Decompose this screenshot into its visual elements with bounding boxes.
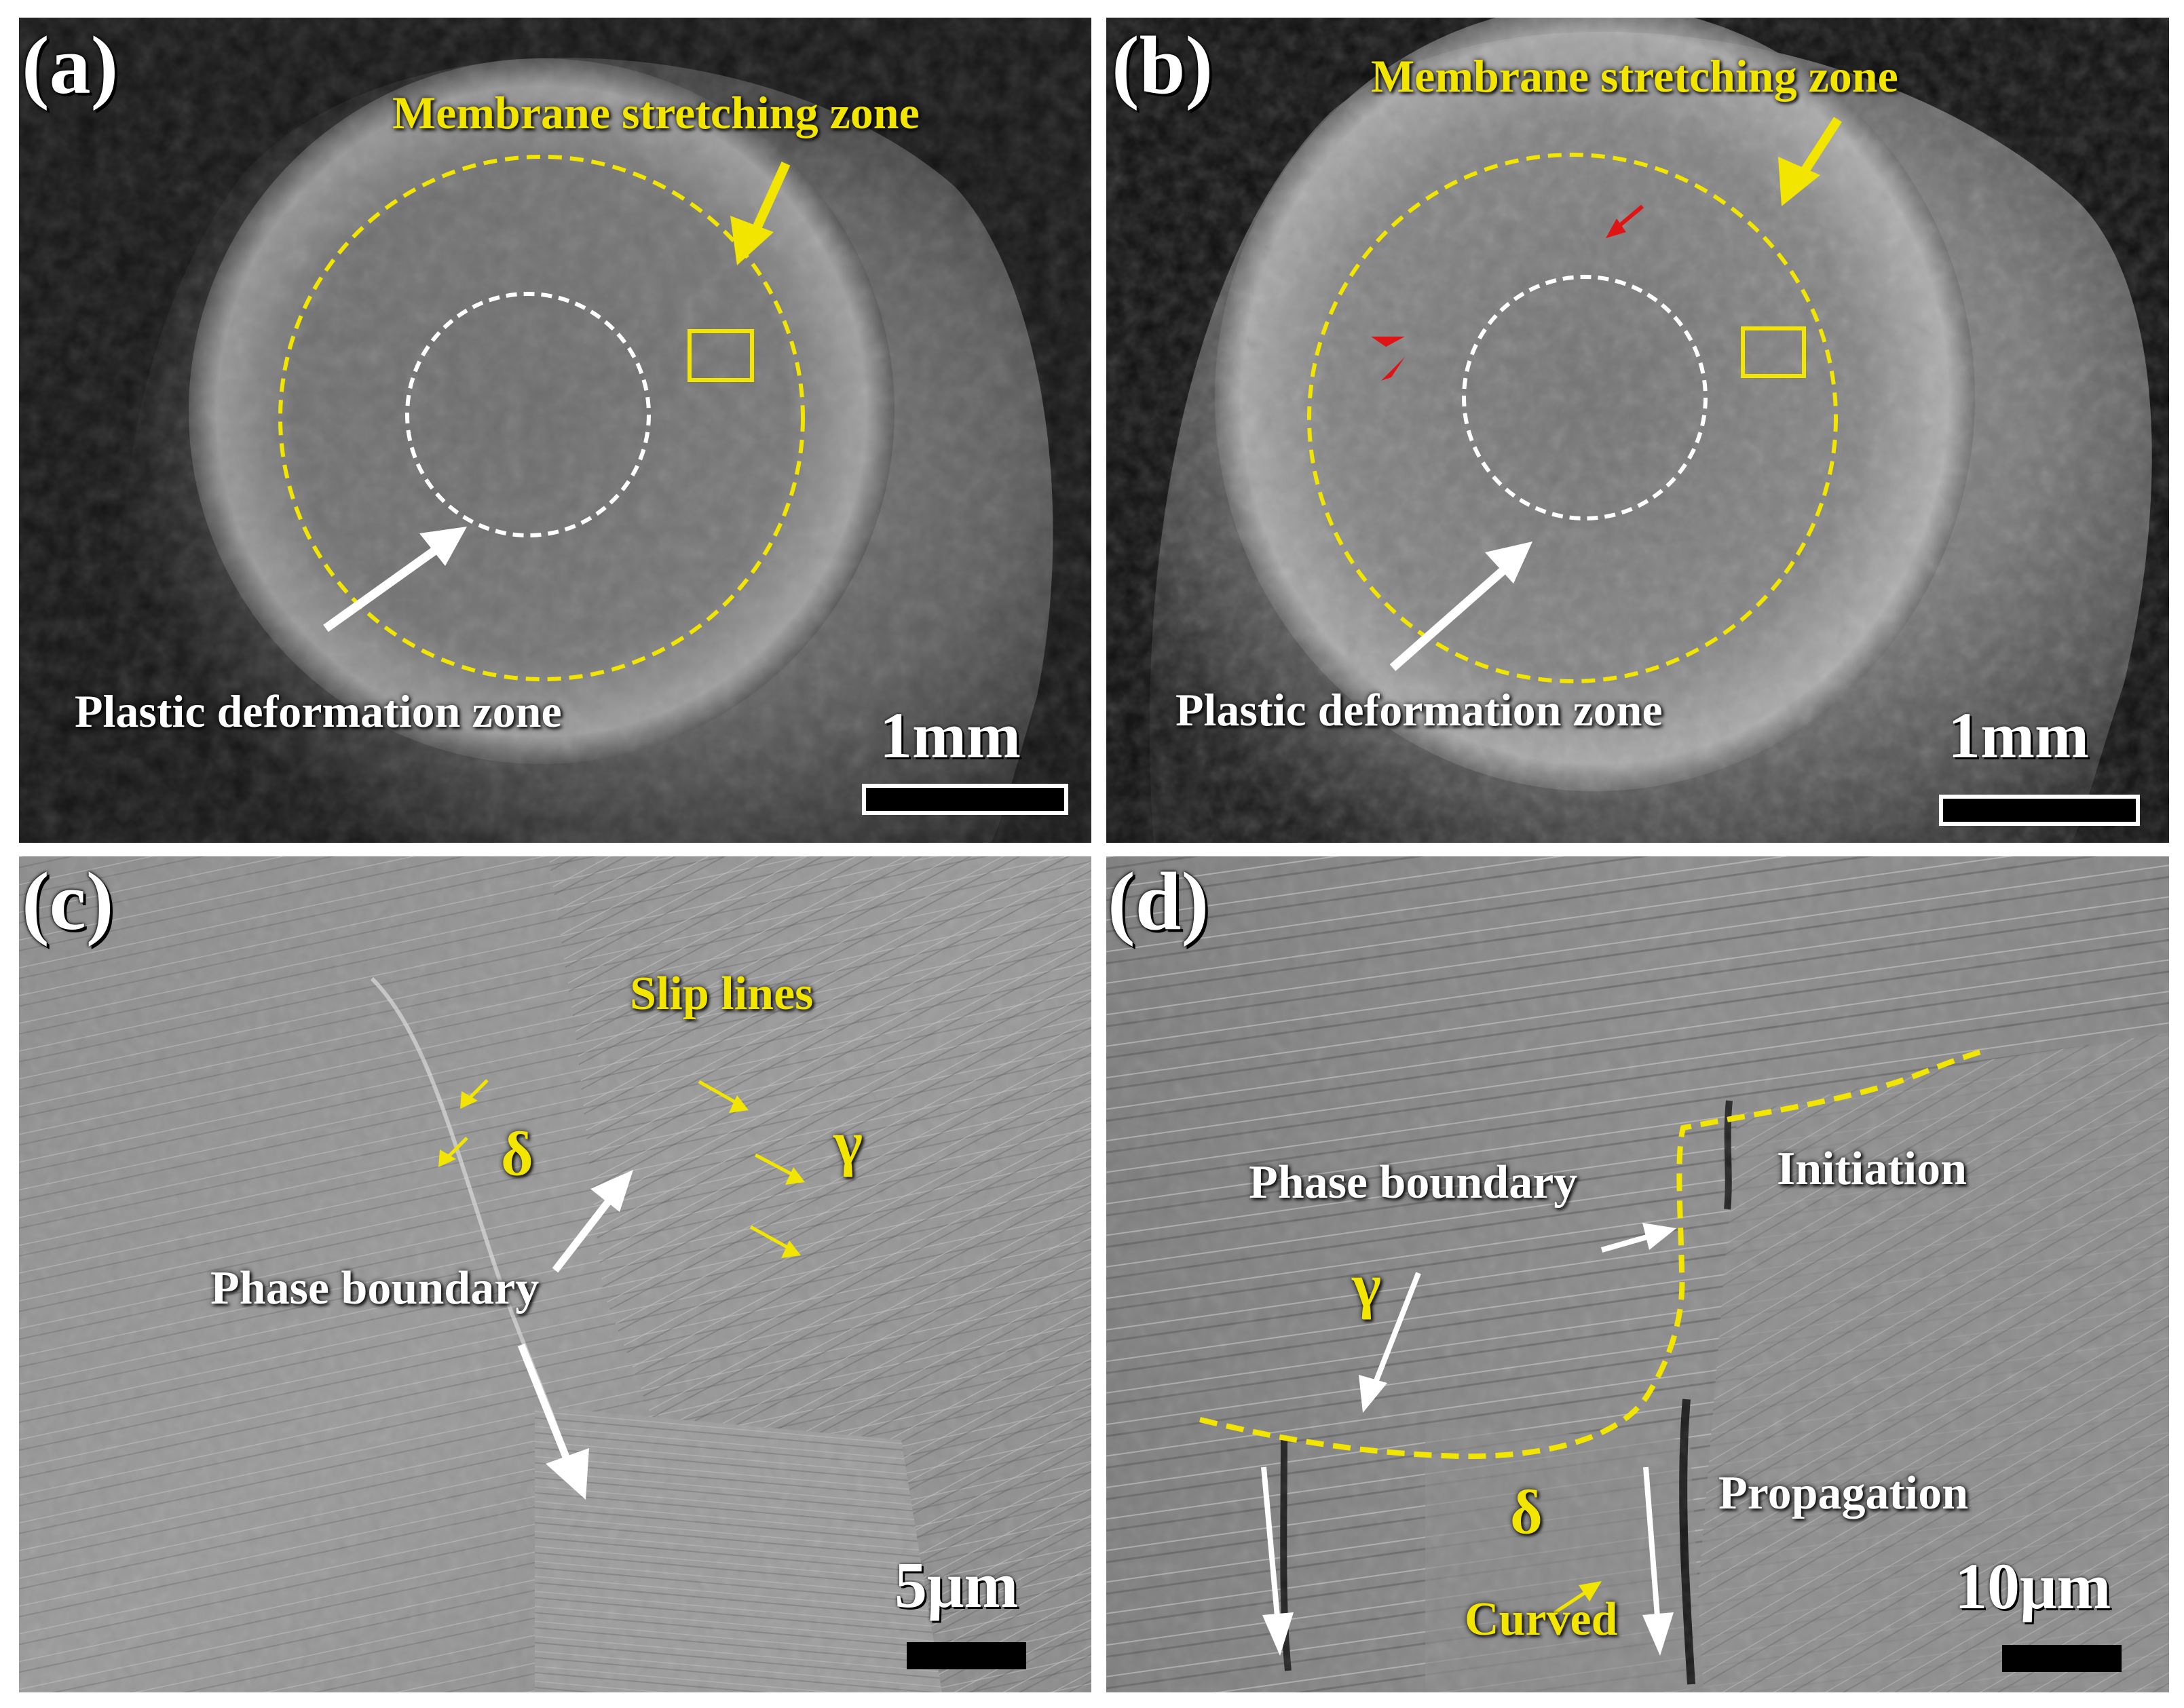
scale-label-c: 5μm [895,1549,1019,1621]
membrane-zone-label: Membrane stretching zone [1371,50,1898,102]
panel-label-c: (c) [22,856,114,947]
panel-a: (a) Membrane stretching zone Plastic def… [19,18,1091,843]
initiation-label: Initiation [1777,1143,1968,1195]
phase-boundary-label: Phase boundary [210,1262,540,1314]
membrane-zone-label: Membrane stretching zone [392,87,920,138]
propagation-label: Propagation [1718,1467,1969,1519]
plastic-zone-label: Plastic deformation zone [75,685,562,737]
sem-image-c [19,856,1091,1692]
gamma-phase-label: γ [1352,1251,1382,1320]
scale-label-a: 1mm [880,699,1021,772]
scale-label-b: 1mm [1948,699,2089,772]
panel-d: (d) Phase boundary Initiation γ δ Propag… [1106,856,2169,1692]
phase-boundary-label: Phase boundary [1249,1156,1578,1209]
scale-label-d: 10μm [1955,1550,2111,1622]
panel-c: (c) Slip lines δ γ Phase boundary 5μm [19,856,1091,1692]
delta-phase-label: δ [501,1119,533,1188]
delta-phase-label: δ [1510,1477,1543,1546]
panel-b: (b) Membrane stretching zone Plastic def… [1106,18,2169,843]
plastic-zone-label: Plastic deformation zone [1175,684,1663,736]
slip-lines-label: Slip lines [630,968,814,1020]
panel-label-a: (a) [22,20,119,111]
panel-label-d: (d) [1108,856,1209,947]
curved-label: Curved [1465,1593,1618,1646]
gamma-phase-label: γ [833,1108,863,1177]
panel-label-b: (b) [1112,20,1213,111]
